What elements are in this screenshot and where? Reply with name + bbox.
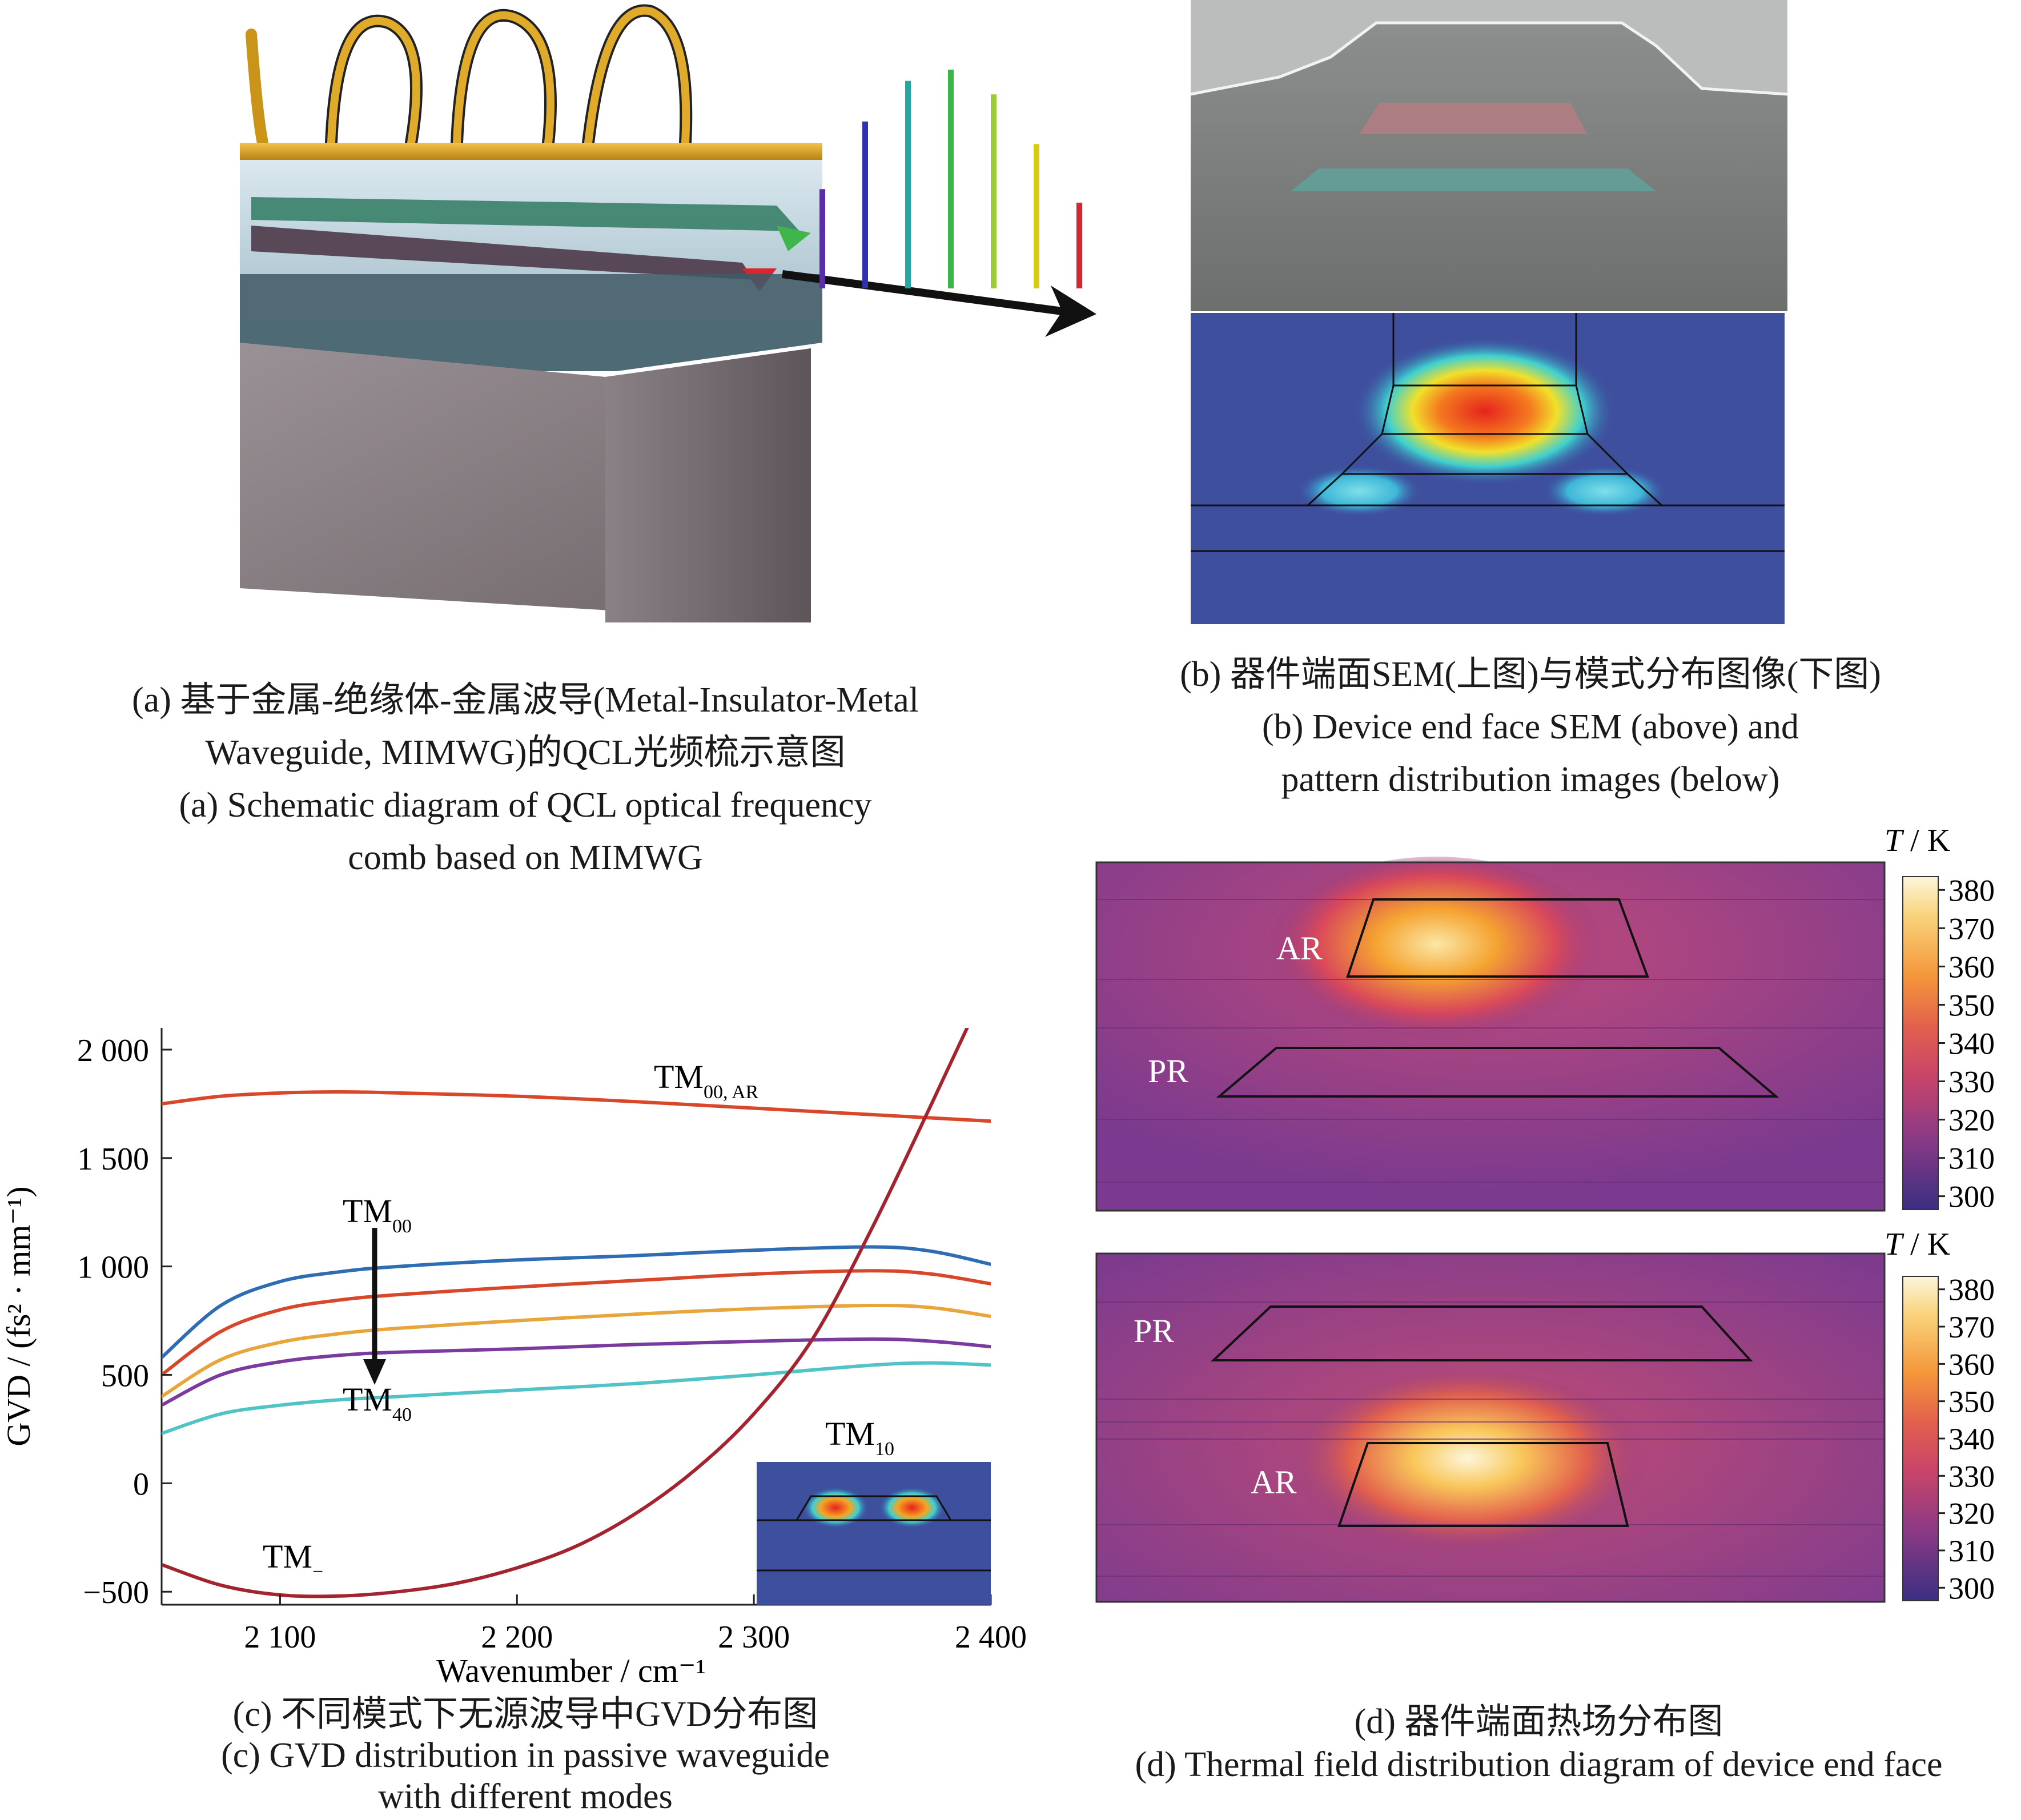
x-tick-label: 2 100 (244, 1620, 316, 1655)
sem-and-mode-image (1190, 0, 1787, 624)
colorbar-top-tick-label: 320 (1948, 1103, 1995, 1138)
mode-order-arrow (363, 1228, 386, 1385)
y-tick-label: 0 (133, 1467, 149, 1502)
y-tick-label: 2 000 (77, 1033, 149, 1068)
label-pr-bottom: PR (1134, 1312, 1174, 1349)
series-line-4 (162, 1337, 991, 1407)
colorbar-top-tick-label: 380 (1948, 873, 1995, 907)
colorbar-top: T / K 380 370 360 350 340 330 320 310 300 (1885, 823, 1995, 1214)
thermal-maps: AR PR PR AR T / K 3803703603503403303203… (1095, 823, 1995, 1605)
label-tm00: TM00 (343, 1192, 412, 1237)
colorbar-bottom-tick-label: 320 (1948, 1497, 1995, 1531)
label-tm00ar: TM00, AR (654, 1058, 759, 1103)
label-tm10: TM10 (825, 1415, 894, 1460)
colorbar-bottom-tick-label: 330 (1948, 1459, 1995, 1493)
label-ar-bottom: AR (1251, 1464, 1297, 1501)
label-ar-top: AR (1276, 930, 1323, 967)
caption-a-en-line2: comb based on MIMWG (348, 838, 703, 877)
caption-b-en-line2: pattern distribution images (below) (1281, 760, 1780, 799)
colorbar-top-tick-label: 330 (1948, 1065, 1995, 1099)
x-tick-label: 2 400 (955, 1620, 1027, 1655)
thermal-map-top: AR PR (1095, 857, 1886, 1212)
label-pr-top: PR (1148, 1052, 1188, 1090)
series-line-0 (162, 1090, 991, 1123)
colorbar-bottom-tick-label: 360 (1948, 1347, 1995, 1381)
colorbar-bottom-tick-label: 310 (1948, 1534, 1995, 1568)
gvd-chart: 2 100 2 200 2 300 2 400 −500 0 500 1 000 1 500 2 … (0, 1028, 1027, 1689)
colorbar-top-tick-label: 340 (1948, 1027, 1995, 1061)
colorbar-bottom-tick-label: 380 (1948, 1273, 1995, 1307)
colorbar-top-tick-label: 300 (1948, 1180, 1995, 1214)
caption-c: (c) 不同模式下无源波导中GVD分布图 (c) GVD distributio… (0, 1694, 1051, 1817)
caption-b-cn: (b) 器件端面SEM(上图)与模式分布图像(下图) (1180, 655, 1881, 694)
y-tick-label: −500 (83, 1575, 149, 1610)
series-line-2 (162, 1269, 991, 1377)
caption-a-cn-line1: (a) 基于金属-绝缘体-金属波导(Metal-Insulator-Metal (132, 681, 919, 720)
qcl-comb-schematic (240, 4, 1096, 622)
colorbar-bottom-tick-label: 370 (1948, 1310, 1995, 1344)
caption-d-cn: (d) 器件端面热场分布图 (1354, 1702, 1723, 1741)
tm10-inset (757, 1462, 991, 1605)
x-tick-label: 2 200 (481, 1620, 553, 1655)
caption-c-cn: (c) 不同模式下无源波导中GVD分布图 (232, 1695, 818, 1734)
colorbar-top-tick-label: 370 (1948, 911, 1995, 946)
colorbar-top-tick-label: 310 (1948, 1142, 1995, 1176)
y-tick-label: 1 000 (77, 1250, 149, 1285)
bond-wires (246, 4, 693, 149)
colorbar-bottom-tick-label: 340 (1948, 1422, 1995, 1456)
colorbar-top-title: T / K (1885, 823, 1950, 858)
series-line-6 (162, 1028, 969, 1598)
label-tm-minus: TM− (263, 1538, 323, 1582)
caption-a: (a) 基于金属-绝缘体-金属波导(Metal-Insulator-Metal … (0, 674, 1051, 884)
y-tick-label: 500 (101, 1359, 149, 1394)
caption-b-en-line1: (b) Device end face SEM (above) and (1262, 708, 1799, 746)
x-tick-label: 2 300 (718, 1620, 790, 1655)
caption-d: (d) 器件端面热场分布图 (d) Thermal field distribu… (1056, 1701, 2021, 1786)
caption-c-en-line2: with different modes (378, 1777, 673, 1816)
thermal-map-bottom: PR AR (1095, 1252, 1886, 1603)
y-axis-label: GVD / (fs² · mm⁻¹) (0, 1186, 37, 1446)
series-line-5 (162, 1361, 991, 1435)
caption-a-cn-line2: Waveguide, MIMWG)的QCL光频梳示意图 (205, 733, 846, 772)
x-axis-label: Wavenumber / cm⁻¹ (436, 1652, 706, 1689)
y-tick-label: 1 500 (77, 1142, 149, 1177)
caption-d-en: (d) Thermal field distribution diagram o… (1135, 1745, 1943, 1784)
colorbar-bottom-title: T / K (1885, 1227, 1950, 1262)
colorbar-top-tick-label: 360 (1948, 950, 1995, 984)
colorbar-top-tick-label: 350 (1948, 988, 1995, 1022)
caption-a-en-line1: (a) Schematic diagram of QCL optical fre… (179, 786, 872, 825)
label-tm40: TM40 (343, 1381, 412, 1425)
series-line-3 (162, 1303, 991, 1399)
frequency-comb-lines (819, 69, 1082, 288)
caption-b: (b) 器件端面SEM(上图)与模式分布图像(下图) (b) Device en… (1085, 648, 1976, 806)
colorbar-bottom-tick-label: 350 (1948, 1385, 1995, 1419)
caption-c-en-line1: (c) GVD distribution in passive waveguid… (221, 1736, 830, 1775)
colorbar-bottom-tick-label: 300 (1948, 1571, 1995, 1605)
series-line-1 (162, 1245, 991, 1360)
